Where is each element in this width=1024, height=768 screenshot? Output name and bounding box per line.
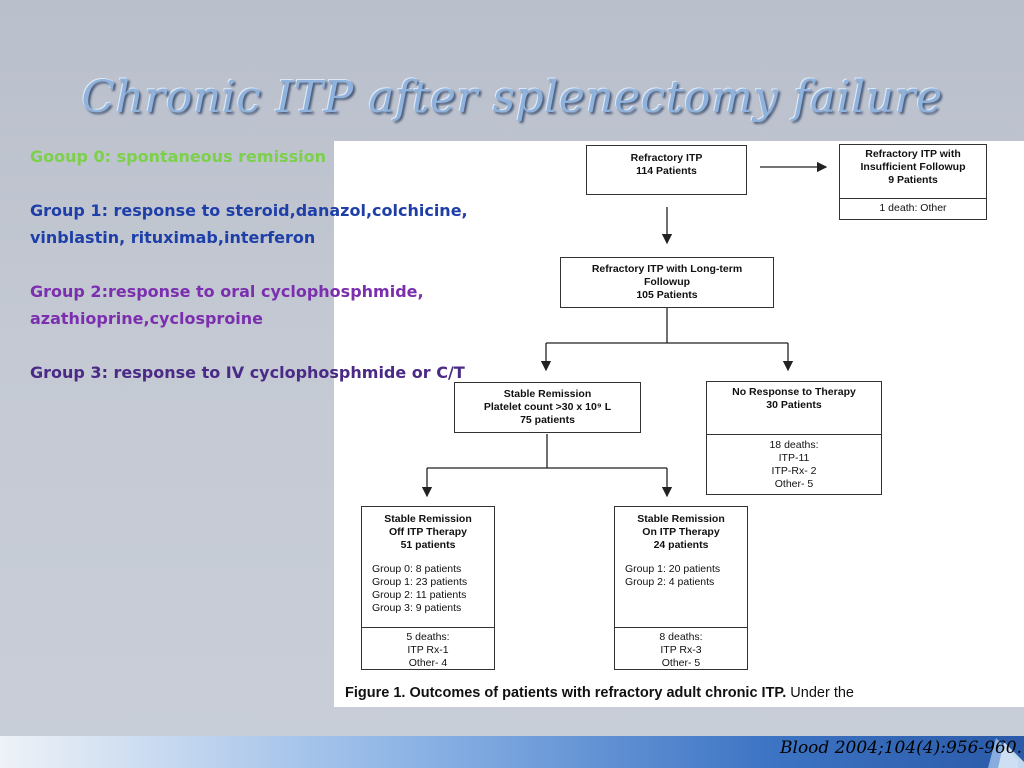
noresp-d3: ITP-Rx- 2 xyxy=(771,465,817,477)
noresp-d2: ITP-11 xyxy=(778,452,810,464)
citation: Blood 2004;104(4):956-960. xyxy=(780,738,1022,758)
refractory-l2: 114 Patients xyxy=(636,165,697,177)
insufficient-l1: Refractory ITP with xyxy=(865,148,961,160)
off-l2: Off ITP Therapy xyxy=(389,526,467,538)
on-g1: Group 1: 20 patients xyxy=(625,563,721,575)
longterm-l3: 105 Patients xyxy=(636,289,698,301)
footer-bar xyxy=(0,736,1024,768)
group-list: Gooup 0: spontaneous remission Group 1: … xyxy=(30,143,530,413)
insufficient-l2: Insufficient Followup xyxy=(860,161,966,173)
off-l1: Stable Remission xyxy=(384,513,472,525)
off-g3: Group 3: 9 patients xyxy=(372,602,462,614)
refractory-l1: Refractory ITP xyxy=(630,152,703,164)
off-l3: 51 patients xyxy=(400,539,456,551)
longterm-box: Refractory ITP with Long-term Followup 1… xyxy=(560,257,774,308)
on-d3: Other- 5 xyxy=(661,657,701,669)
insufficient-box: Refractory ITP with Insufficient Followu… xyxy=(839,144,987,220)
noresp-l2: 30 Patients xyxy=(766,399,822,411)
off-d3: Other- 4 xyxy=(408,657,448,669)
refractory-box: Refractory ITP 114 Patients xyxy=(586,145,747,195)
off-therapy-box: Stable Remission Off ITP Therapy 51 pati… xyxy=(361,506,495,670)
on-d2: ITP Rx-3 xyxy=(660,644,702,656)
stable-l3: 75 patients xyxy=(520,414,575,426)
on-l1: Stable Remission xyxy=(637,513,725,525)
on-d1: 8 deaths: xyxy=(659,631,703,643)
caption-rest: Under the xyxy=(786,685,854,701)
noresp-l1: No Response to Therapy xyxy=(732,386,856,398)
slide-title: Chronic ITP after splenectomy failure xyxy=(81,72,943,123)
group-0-text: Gooup 0: spontaneous remission xyxy=(30,147,326,166)
figure-caption: Figure 1. Outcomes of patients with refr… xyxy=(345,685,1015,701)
group-1-text: Group 1: response to steroid,danazol,col… xyxy=(30,201,468,247)
noresp-d4: Other- 5 xyxy=(774,478,814,490)
longterm-l2: Followup xyxy=(643,276,691,288)
off-g2: Group 2: 11 patients xyxy=(372,589,467,601)
flowchart-connectors xyxy=(421,161,828,498)
group-2-text: Group 2:response to oral cyclophosphmide… xyxy=(30,282,424,328)
corner-decoration-icon xyxy=(988,738,1024,768)
off-g0: Group 0: 8 patients xyxy=(372,563,462,575)
stable-l1: Stable Remission xyxy=(503,388,592,400)
stable-l2: Platelet count >30 x 10⁹ L xyxy=(483,401,612,413)
insufficient-death: 1 death: Other xyxy=(879,202,947,214)
flowchart-figure: Refractory ITP 114 Patients Refractory I… xyxy=(334,141,1024,707)
on-l2: On ITP Therapy xyxy=(642,526,720,538)
noresp-d1: 18 deaths: xyxy=(769,439,819,451)
longterm-l1: Refractory ITP with Long-term xyxy=(591,263,743,275)
group-3-text: Group 3: response to IV cyclophosphmide … xyxy=(30,363,465,382)
noresp-box: No Response to Therapy 30 Patients 18 de… xyxy=(706,381,882,495)
off-d1: 5 deaths: xyxy=(406,631,450,643)
on-g2: Group 2: 4 patients xyxy=(625,576,715,588)
stable-box: Stable Remission Platelet count >30 x 10… xyxy=(454,382,641,433)
off-g1: Group 1: 23 patients xyxy=(372,576,468,588)
off-d2: ITP Rx-1 xyxy=(407,644,449,656)
on-therapy-box: Stable Remission On ITP Therapy 24 patie… xyxy=(614,506,748,670)
insufficient-l3: 9 Patients xyxy=(888,174,938,186)
on-l3: 24 patients xyxy=(653,539,709,551)
caption-bold: Figure 1. Outcomes of patients with refr… xyxy=(345,685,787,701)
